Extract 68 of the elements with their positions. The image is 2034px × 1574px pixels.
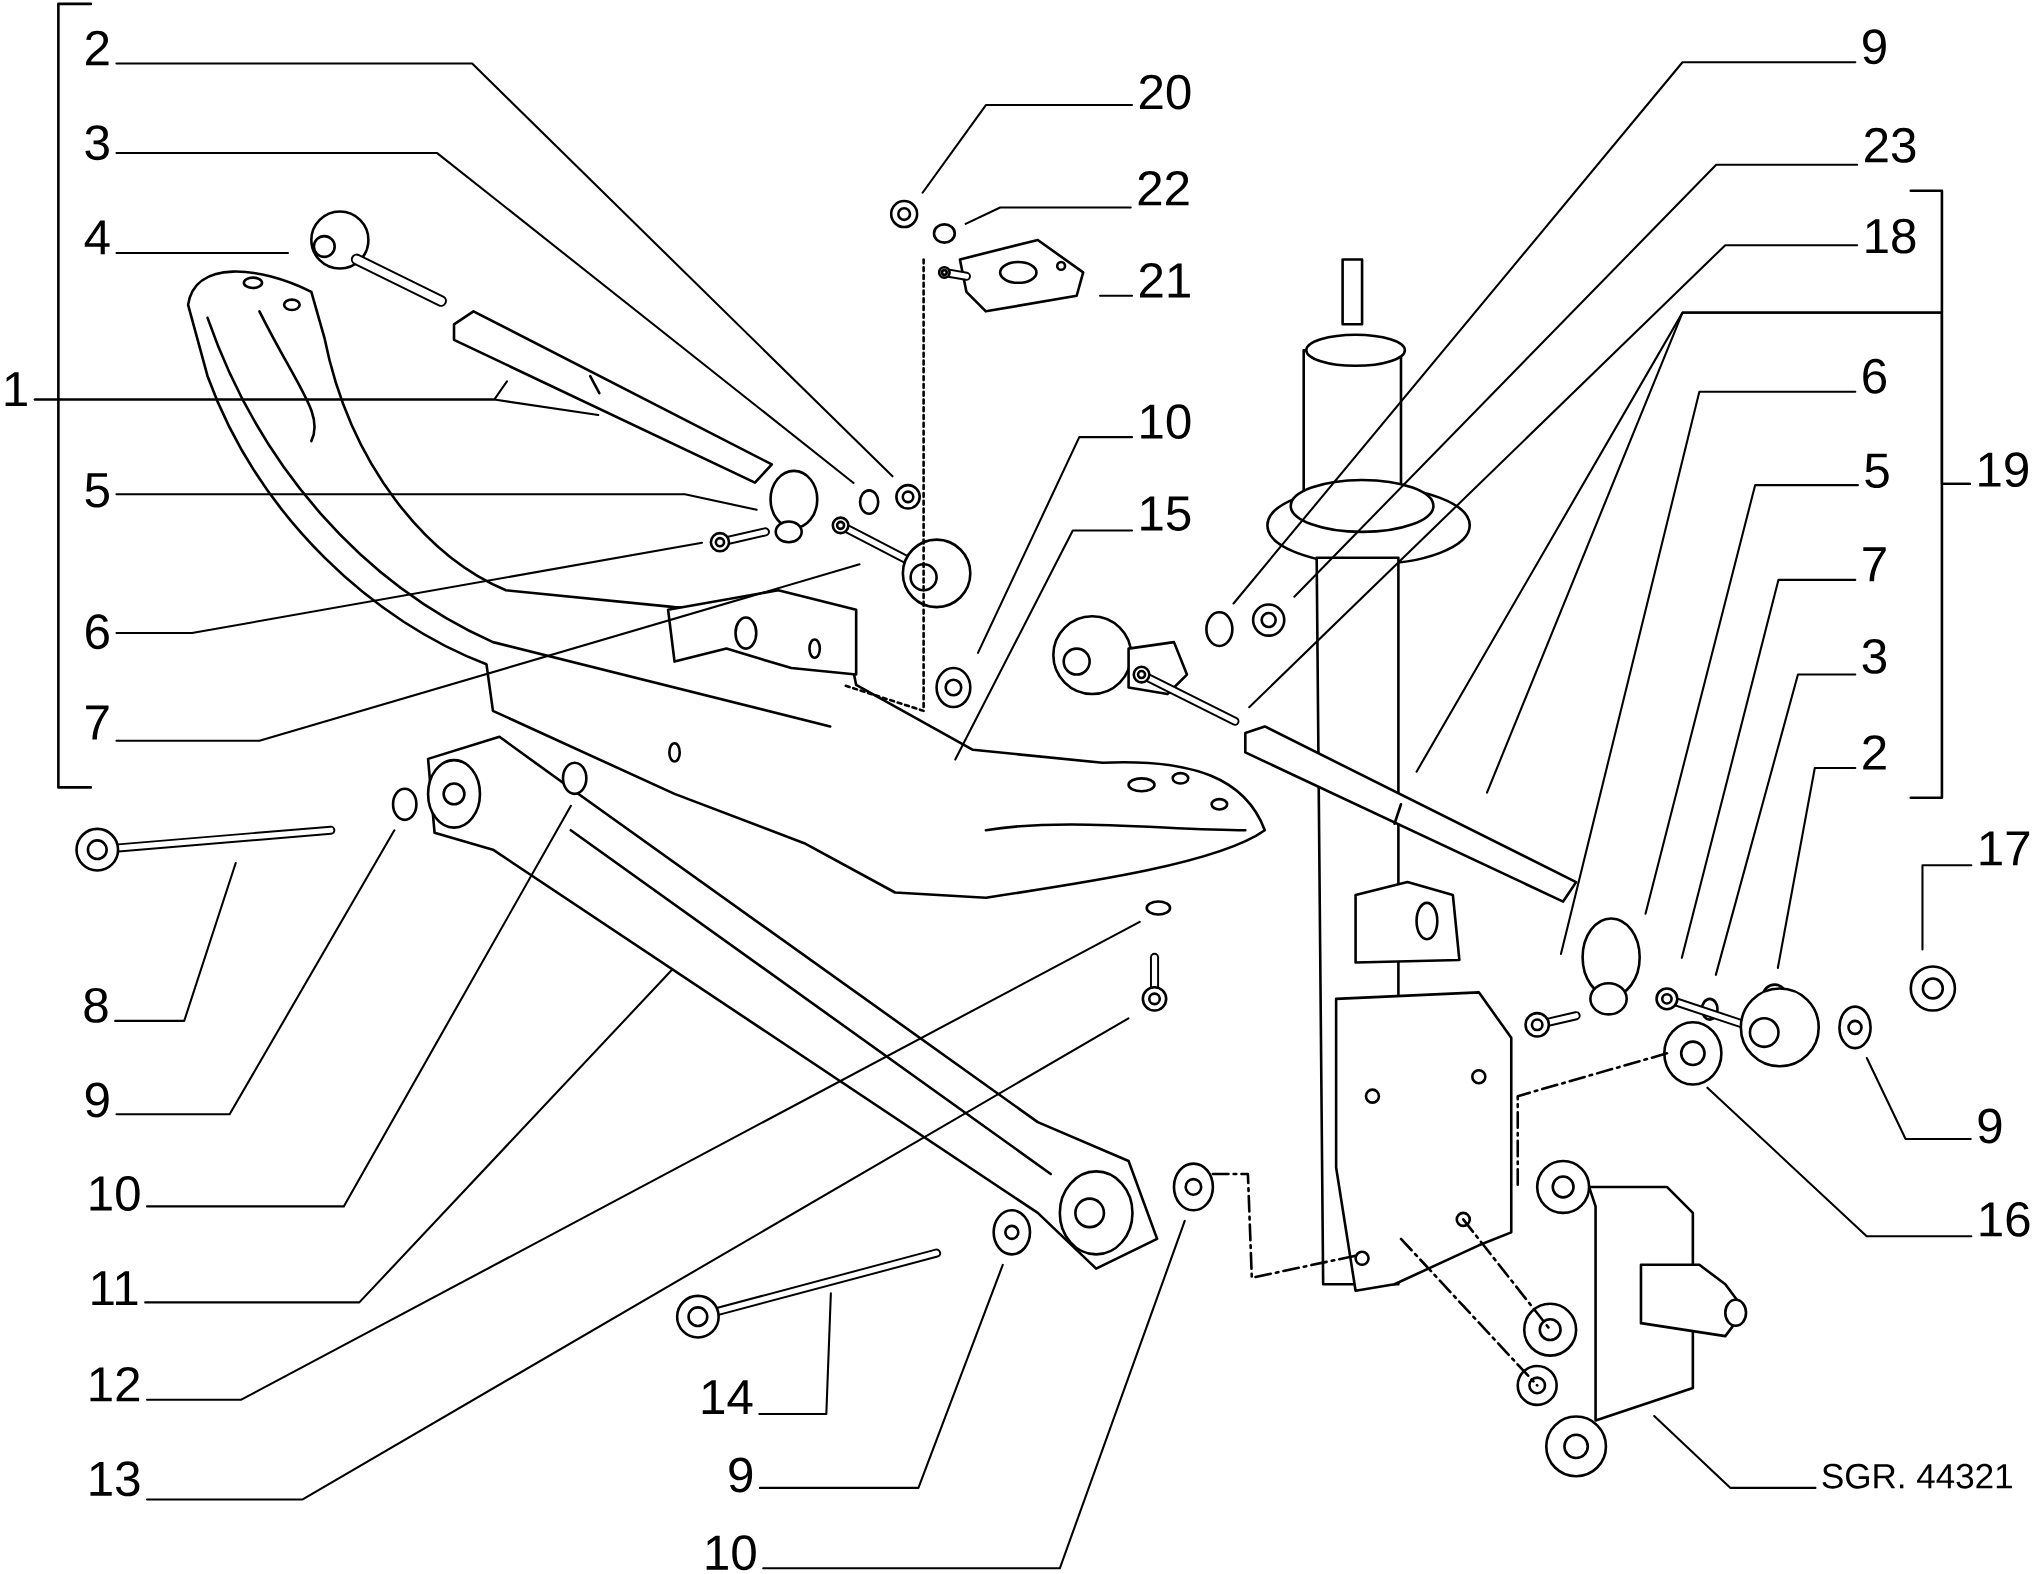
leader-line <box>758 1292 832 1416</box>
leader-line <box>1293 163 1859 598</box>
callout-number: 15 <box>1141 496 1191 532</box>
callout-number: 9 <box>1978 1108 2002 1144</box>
callout-number: 17 <box>1980 831 2030 866</box>
callout-number: 10 <box>90 1176 140 1212</box>
callout-number: 20 <box>1139 74 1191 110</box>
callout-number: 9 <box>729 1457 753 1493</box>
leader-line <box>115 252 290 255</box>
callout-number: 3 <box>1862 639 1886 675</box>
leader-line <box>144 968 674 1304</box>
leader-line <box>1099 294 1134 298</box>
leader-line <box>1714 673 1857 977</box>
leader-line <box>146 805 572 1208</box>
leader-line <box>115 829 396 1116</box>
leader-line <box>146 1017 1130 1501</box>
leader-line <box>954 529 1134 761</box>
callout-number: 4 <box>84 220 110 255</box>
callout-number: 23 <box>1865 128 1916 163</box>
callout-number: 6 <box>1863 359 1886 394</box>
callout-number: 2 <box>86 31 109 66</box>
callout-number: 16 <box>1980 1202 2030 1238</box>
leader-line <box>115 62 894 478</box>
leader-line <box>115 493 758 512</box>
callout-number: 21 <box>1139 263 1190 298</box>
callout-number: 6 <box>86 614 109 650</box>
callout-number: 19 <box>1979 452 2028 488</box>
callout-number: 13 <box>90 1461 140 1497</box>
callout-number: 11 <box>92 1271 138 1306</box>
leader-line <box>1559 390 1857 956</box>
leader-line <box>976 436 1134 655</box>
reference-code: SGR. 44321 <box>1822 1464 2012 1489</box>
leader-line <box>964 206 1132 226</box>
leader-line <box>146 921 1141 1401</box>
leader-line <box>115 152 855 485</box>
leader-line <box>115 541 704 635</box>
leader-line <box>1865 1057 1972 1141</box>
leader-line <box>1680 579 1857 960</box>
leader-line <box>115 563 861 742</box>
leader-line <box>1485 311 1972 794</box>
callout-number: 7 <box>86 705 109 740</box>
leader-line <box>1248 244 1859 709</box>
callout-number: 9 <box>1863 29 1886 65</box>
callout-number: 22 <box>1138 171 1189 206</box>
leader-line <box>1653 1415 1817 1490</box>
callout-number: 10 <box>1141 404 1191 440</box>
leader-line <box>114 862 237 1023</box>
leader-line <box>1644 484 1859 916</box>
leader-line <box>1921 864 1973 951</box>
callout-number: 9 <box>85 1082 109 1118</box>
callout-number: 2 <box>1863 735 1886 770</box>
leader-line <box>921 104 1134 195</box>
callout-number: 10 <box>706 1535 756 1571</box>
callout-number: 3 <box>85 125 109 161</box>
leader-line <box>762 1220 1186 1570</box>
leader-line <box>758 1264 1004 1490</box>
callout-number: 5 <box>1865 453 1889 489</box>
callout-number: 8 <box>84 988 108 1024</box>
callout-number: 12 <box>90 1367 140 1402</box>
leader-line <box>1706 1086 1973 1238</box>
callout-number: 5 <box>85 473 109 508</box>
leader-line <box>1232 61 1857 605</box>
callout-number: 7 <box>1863 547 1886 582</box>
leader-line <box>33 398 600 417</box>
callout-number: 1 <box>5 372 27 407</box>
callout-number: 14 <box>702 1380 753 1415</box>
callout-number: 18 <box>1866 218 1916 254</box>
leader-line <box>1776 767 1857 970</box>
